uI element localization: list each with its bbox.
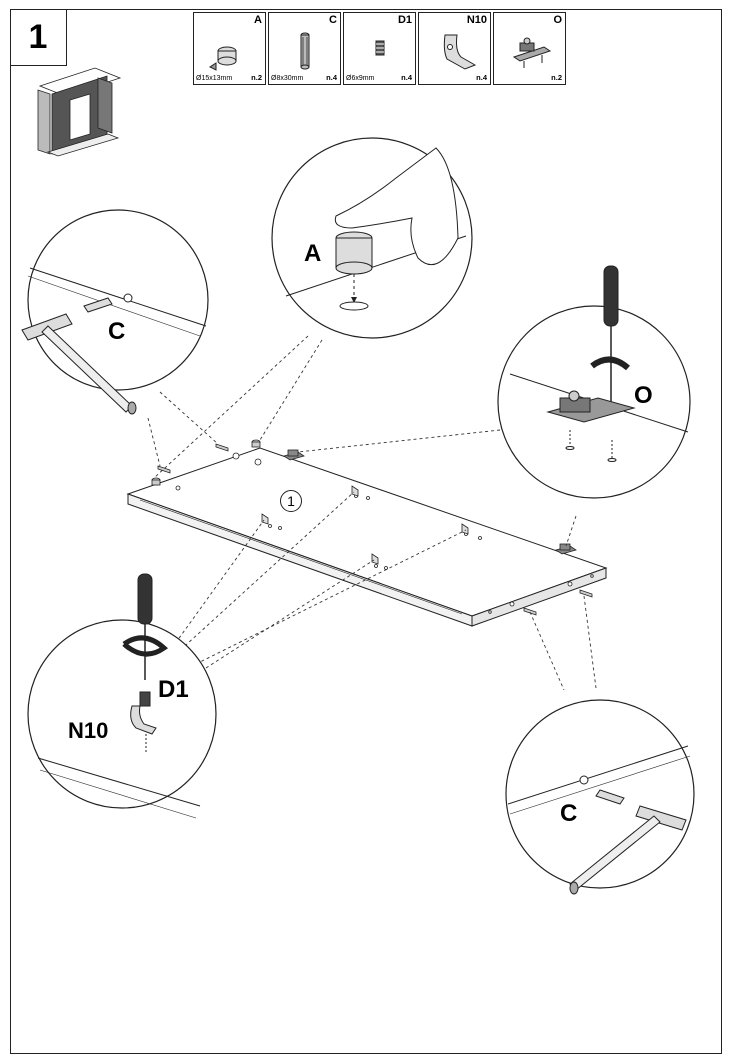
leader-lines	[147, 335, 597, 691]
part-quantity: n.2	[251, 73, 262, 82]
step-number: 1	[28, 17, 48, 56]
part-D1: D1 Ø6x9mm n.4	[343, 12, 416, 85]
loose-fittings	[151, 439, 593, 616]
part-dimension: Ø6x9mm	[346, 75, 375, 82]
part-N10: N10 n.4	[418, 12, 491, 85]
cam-lock-icon	[209, 46, 237, 71]
callout-A: A	[304, 240, 322, 267]
part-code: N10	[466, 14, 487, 26]
hinges-on-panel	[283, 449, 577, 555]
hinge-icon	[512, 37, 552, 68]
part-quantity: n.4	[401, 73, 412, 82]
detail-cam-lock	[271, 137, 473, 339]
part-A: A Ø15x13mm n.2	[193, 12, 266, 85]
furniture-thumbnail	[37, 67, 122, 157]
part-code: C	[329, 14, 337, 26]
main-panel	[126, 447, 608, 627]
callout-D1: D1	[158, 676, 189, 703]
part-O: O n.2	[493, 12, 566, 85]
part-code: A	[254, 14, 262, 26]
detail-dowel-bottom	[505, 699, 695, 895]
panel-number: 1	[280, 490, 302, 512]
detail-shelf-support	[27, 573, 217, 819]
shelf-supports-on-panel	[261, 485, 469, 565]
dowel-icon	[300, 32, 310, 70]
part-dimension: Ø8x30mm	[271, 75, 304, 82]
part-quantity: n.4	[476, 73, 487, 82]
detail-dowel-top	[21, 209, 209, 415]
shelf-support-icon	[443, 34, 477, 70]
part-code: O	[553, 14, 562, 26]
part-C: C Ø8x30mm n.4	[268, 12, 341, 85]
part-quantity: n.2	[551, 73, 562, 82]
callout-C-bottom: C	[560, 800, 578, 827]
part-code: D1	[397, 14, 412, 26]
callout-O: O	[634, 382, 653, 409]
step-number-box: 1	[10, 9, 67, 66]
detail-hinge	[497, 265, 691, 499]
part-quantity: n.4	[326, 73, 337, 82]
page-frame	[10, 9, 722, 1054]
part-dimension: Ø15x13mm	[196, 75, 233, 82]
callout-C-top: C	[108, 318, 126, 345]
parts-legend: A Ø15x13mm n.2 C Ø8x30mm n.4 D1	[193, 12, 566, 85]
callout-N10: N10	[68, 718, 109, 743]
screw-icon	[375, 40, 385, 56]
